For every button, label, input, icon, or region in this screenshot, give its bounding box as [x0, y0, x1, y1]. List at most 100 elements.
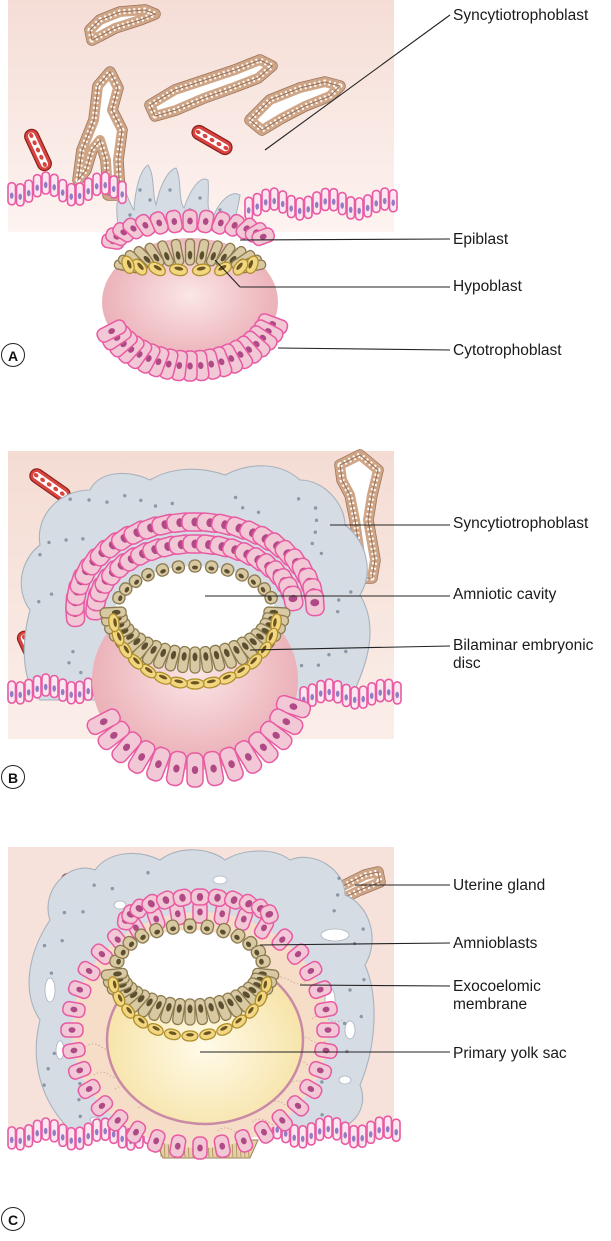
lacuna: [339, 1076, 351, 1084]
label-primary-yolk-sac: Primary yolk sac: [453, 1045, 567, 1063]
label-bilaminar-embryonic-disc: Bilaminar embryonic disc: [453, 637, 611, 673]
nucleus: [103, 1128, 107, 1134]
label-uterine-gland: Uterine gland: [453, 877, 545, 895]
nucleus: [309, 1133, 313, 1139]
nucleus: [361, 696, 365, 702]
nucleus: [281, 201, 285, 207]
nucleus: [52, 685, 56, 691]
nucleus: [377, 1127, 381, 1133]
nucleus: [327, 689, 331, 695]
nucleus: [18, 1138, 22, 1144]
nucleus: [395, 692, 399, 698]
lacuna: [213, 876, 227, 884]
panel-letter-b: B: [1, 765, 25, 789]
nucleus: [35, 185, 39, 191]
nucleus: [344, 694, 348, 700]
nucleus: [61, 1134, 65, 1140]
nucleus: [247, 207, 251, 213]
nucleus: [69, 1137, 73, 1143]
nucleus: [78, 1137, 82, 1143]
nucleus: [336, 691, 340, 697]
nucleus: [61, 689, 65, 695]
nucleus: [370, 693, 374, 699]
label-hypoblast: Hypoblast: [453, 278, 522, 296]
nucleus: [35, 686, 39, 692]
nucleus: [387, 689, 391, 695]
blastocyst-a: [95, 209, 289, 381]
label-syncytiotrophoblast-b: Syncytiotrophoblast: [453, 515, 588, 533]
nucleus: [353, 697, 357, 703]
nucleus: [112, 186, 116, 192]
nucleus: [255, 203, 259, 209]
lacuna: [345, 1021, 355, 1039]
nucleus: [310, 694, 314, 700]
nucleus: [340, 202, 344, 208]
nucleus: [44, 684, 48, 690]
label-amniotic-cavity: Amniotic cavity: [453, 586, 556, 604]
nucleus: [95, 1129, 99, 1135]
nucleus: [386, 1126, 390, 1132]
nucleus: [78, 691, 82, 697]
nucleus: [378, 689, 382, 695]
nucleus: [120, 1136, 124, 1142]
nucleus: [61, 189, 65, 195]
nucleus: [52, 184, 56, 190]
cell: [189, 560, 201, 572]
nucleus: [44, 182, 48, 188]
nucleus: [289, 205, 293, 211]
nucleus: [301, 1136, 305, 1142]
nucleus: [27, 689, 31, 695]
cell: [186, 239, 195, 265]
cell: [61, 1023, 83, 1037]
nucleus: [272, 198, 276, 204]
label-exocoelomic-membrane: Exocoelomic membrane: [453, 978, 611, 1014]
panel-letter-c: C: [1, 1207, 25, 1231]
nucleus: [292, 1135, 296, 1141]
nucleus: [394, 1129, 398, 1135]
lacuna: [45, 978, 55, 1002]
nucleus: [78, 193, 82, 199]
nucleus: [323, 198, 327, 204]
nucleus: [112, 1131, 116, 1137]
cell: [187, 753, 203, 787]
nucleus: [120, 191, 124, 197]
cell: [317, 1023, 339, 1037]
nucleus: [27, 190, 31, 196]
nucleus: [318, 1128, 322, 1134]
cell: [185, 999, 195, 1025]
nucleus: [343, 1132, 347, 1138]
nucleus: [86, 188, 90, 194]
leader-cytotrophoblast: [278, 348, 450, 350]
nucleus: [18, 194, 22, 200]
cell: [305, 589, 325, 616]
nucleus: [366, 205, 370, 211]
label-amnioblasts: Amnioblasts: [453, 935, 537, 953]
nucleus: [52, 1130, 56, 1136]
nucleus: [360, 1135, 364, 1141]
nucleus: [298, 208, 302, 214]
cell: [183, 210, 197, 232]
nucleus: [326, 1126, 330, 1132]
cell: [186, 679, 204, 689]
nucleus: [86, 688, 90, 694]
nucleus: [349, 207, 353, 213]
cell: [191, 889, 209, 905]
label-cytotrophoblast: Cytotrophoblast: [453, 342, 562, 360]
cell: [193, 1137, 207, 1159]
nucleus: [315, 202, 319, 208]
nucleus: [264, 199, 268, 205]
cell: [190, 647, 200, 673]
nucleus: [335, 1128, 339, 1134]
label-epiblast: Epiblast: [453, 231, 508, 249]
lacuna: [321, 929, 349, 941]
cell: [255, 954, 271, 968]
cell: [182, 1031, 198, 1041]
nucleus: [69, 193, 73, 199]
cell: [184, 919, 196, 933]
nucleus: [103, 182, 107, 188]
nucleus: [10, 192, 14, 198]
nucleus: [391, 200, 395, 206]
nucleus: [332, 199, 336, 205]
nucleus: [69, 692, 73, 698]
